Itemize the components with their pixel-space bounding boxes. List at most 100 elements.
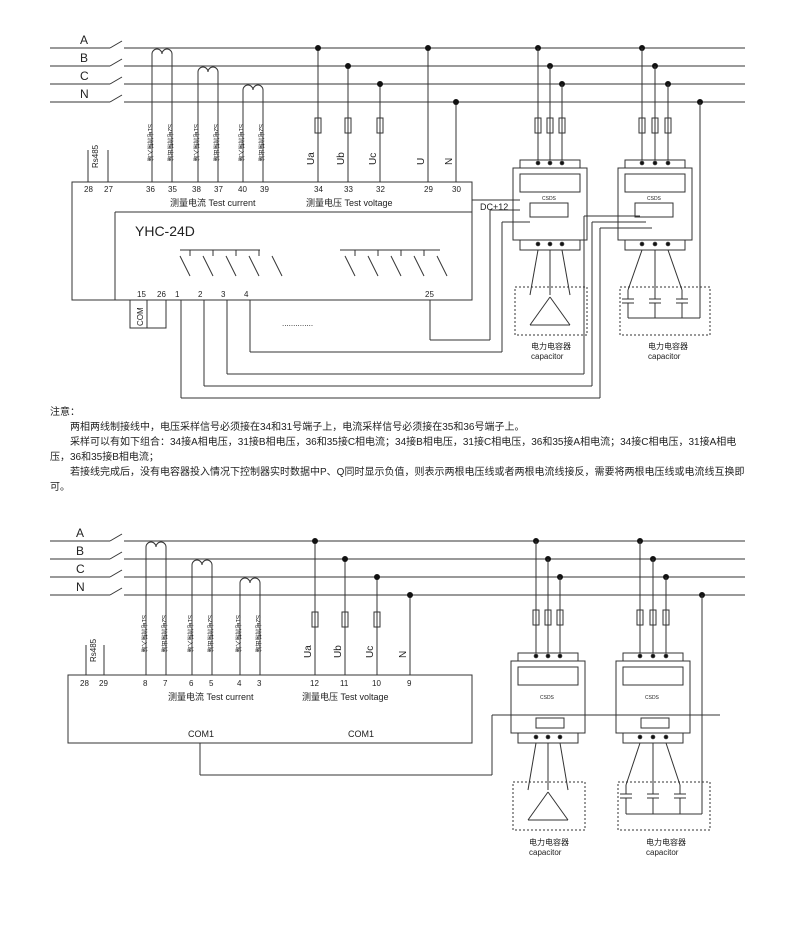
ct-label: S1电流输入端 [234,615,242,652]
svg-text:39: 39 [260,185,269,194]
fuse [649,609,657,626]
capacitor-label-cn: 电力电容器 [648,341,688,351]
diagram1-terminal-numbers: 28 27 36 35 38 37 40 39 34 33 32 29 30 [84,185,461,194]
diagram2-current-transformers [145,541,261,675]
module-title: CSDS [540,695,555,701]
voltage-caption: 测量电压 Test voltage [302,691,389,702]
svg-text:29: 29 [424,185,433,194]
svg-text:3: 3 [257,679,262,688]
capacitor-label-cn: 电力电容器 [529,837,569,847]
fuse [638,117,646,134]
fuse [544,609,552,626]
voltage-name-ua: Ua [303,645,314,658]
ct-coil-a [151,48,173,55]
fuse [556,609,564,626]
diagram2-terminal-numbers: 28 29 8 7 6 5 4 3 12 11 10 9 [80,679,412,688]
svg-text:3: 3 [221,290,226,299]
notes-line-3: 若接线完成后，没有电容器投入情况下控制器实时数据中P、Q同时显示负值，则表示两根… [50,467,745,493]
controller-box-yhc24d [71,181,473,301]
voltage-caption: 测量电压 Test voltage [306,197,393,208]
module-body [617,167,693,241]
diagram2-voltage-names: Ua Ub Uc N [303,645,409,658]
svg-text:15: 15 [137,290,146,299]
svg-text:10: 10 [372,679,381,688]
capacitor-bank-delta [514,286,588,336]
diagram2: A B C N S1电流输入端 S2电流输出端 S1电流输入端 S2电流输出端 … [50,526,745,857]
com1-left-label: COM1 [188,729,214,739]
voltage-name-ua: Ua [306,152,317,165]
current-caption: 测量电流 Test current [170,197,256,208]
notes-line-1: 两相两线制接线中，电压采样信号必须接在34和31号端子上，电流采样信号必须接在3… [70,422,525,433]
svg-text:11: 11 [340,679,349,688]
diagram1-junction-dots [315,45,703,105]
svg-text:40: 40 [238,185,247,194]
ct-label: S1电流输入端 [146,124,154,161]
module-body [512,167,588,241]
module-title: CSDS [645,695,660,701]
ct-coil-c [239,577,261,584]
svg-text:30: 30 [452,185,461,194]
svg-text:26: 26 [157,290,166,299]
diagram2-bus-lines [50,533,745,596]
ct-label: S2电流输出端 [254,615,262,652]
ct-label: S1电流输入端 [186,615,194,652]
svg-text:8: 8 [143,679,148,688]
diagram2-phase-labels: A B C N [76,526,85,594]
fuse [636,609,644,626]
diagram1-current-transformers [151,48,264,182]
module-title: CSDS [647,196,662,202]
svg-text:28: 28 [80,679,89,688]
rs485-label: Rs485 [91,144,100,168]
ct-label: S2电流输出端 [206,615,214,652]
fuse [532,609,540,626]
fuse [341,611,349,628]
voltage-name-u: U [416,158,427,165]
capacitor-label-cn: 电力电容器 [531,341,571,351]
voltage-name-uc: Uc [365,646,376,658]
current-caption: 测量电流 Test current [168,691,254,702]
notes-title: 注意： [50,407,80,418]
com1-right-label: COM1 [348,729,374,739]
diagram2-ct-labels: S1电流输入端 S2电流输出端 S1电流输入端 S2电流输出端 S1电流输入端 … [140,615,262,652]
voltage-name-ub: Ub [336,152,347,165]
diagram1-ct-labels: S1电流输入端 S2电流输出端 S1电流输入端 S2电流输出端 S1电流输入端 … [146,124,265,161]
ct-label: S2电流输出端 [160,615,168,652]
diagram1-bottom-terminals: 15 26 1 2 3 4 25 [137,290,434,299]
com-box [129,299,167,329]
ct-label: S2电流输出端 [212,124,220,161]
phase-label-n: N [80,87,89,101]
ct-label: S2电流输出端 [166,124,174,161]
capacitor-label-en: capacitor [529,848,562,857]
diagram1-control-wires [180,199,652,399]
voltage-name-ub: Ub [333,645,344,658]
fuse [662,609,670,626]
svg-text:4: 4 [237,679,242,688]
ct-label: S2电流输出端 [257,124,265,161]
ct-label: S1电流输入端 [237,124,245,161]
svg-text:37: 37 [214,185,223,194]
fuse [534,117,542,134]
svg-text:7: 7 [163,679,168,688]
diagram1-relay-contacts [179,249,448,277]
diagram2-voltage-taps [311,541,411,675]
fuse [546,117,554,134]
diagram2-junction-dots [312,538,705,598]
diagram1-switch-module-2: CSDS [617,48,711,336]
svg-text:1: 1 [175,290,180,299]
capacitor-label-cn: 电力电容器 [646,837,686,847]
com-label: COM [136,307,145,326]
diagram1: A B C N S1电流输入端 S2电流输出端 S1电流输入端 S2电流输出端 [50,33,745,399]
fuse [311,611,319,628]
capacitor-bank-delta [512,781,586,831]
module-title: CSDS [542,196,557,202]
diagram2-switch-module-1: CSDS [510,541,586,831]
svg-text:34: 34 [314,185,323,194]
dc-label: DC+12 [480,202,508,212]
svg-text:28: 28 [84,185,93,194]
svg-text:6: 6 [189,679,194,688]
capacitor-label-en: capacitor [648,352,681,361]
svg-text:4: 4 [244,290,249,299]
ct-coil-a [145,541,167,548]
fuse [344,117,352,134]
